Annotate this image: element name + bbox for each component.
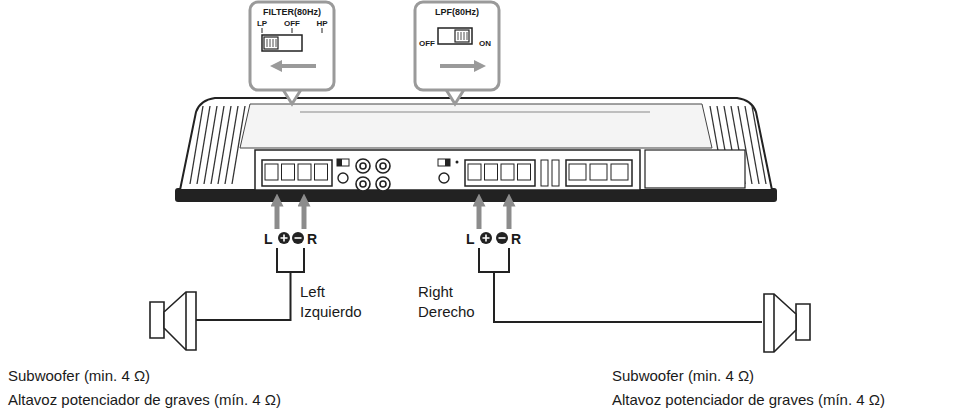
speaker-label: Subwoofer (min. 4 Ω) — [612, 368, 754, 383]
speaker-label: Subwoofer (min. 4 Ω) — [8, 368, 150, 383]
switch-position: OFF — [419, 40, 435, 48]
amplifier — [175, 98, 777, 202]
terminal-label: R — [307, 232, 317, 246]
switch-title: LPF(80Hz) — [435, 8, 479, 17]
switch-position: LP — [257, 20, 267, 28]
switch-title: FILTER(80Hz) — [263, 8, 321, 17]
terminal-label: R — [511, 232, 521, 246]
terminal-label: L — [264, 232, 273, 246]
channel-label: Left — [300, 284, 325, 299]
switch-callout: FILTER(80Hz) LP OFF HP — [250, 2, 334, 90]
switch-position: HP — [316, 20, 327, 28]
switch-callouts — [250, 2, 499, 104]
speaker-label: Altavoz potenciador de graves (mín. 4 Ω) — [8, 392, 281, 407]
insert-arrows — [277, 200, 509, 229]
channel-label: Right — [418, 284, 453, 299]
switch-position: OFF — [284, 20, 300, 28]
channel-label: Derecho — [418, 304, 475, 319]
speaker-label: Altavoz potenciador de graves (mín. 4 Ω) — [612, 392, 885, 407]
switch-callout: LPF(80Hz) OFF ON — [415, 2, 499, 90]
terminal-label: L — [466, 232, 475, 246]
speaker-wires — [196, 248, 762, 322]
switch-position: ON — [479, 40, 491, 48]
channel-label: Izquierdo — [300, 304, 362, 319]
subwoofer — [150, 292, 810, 352]
